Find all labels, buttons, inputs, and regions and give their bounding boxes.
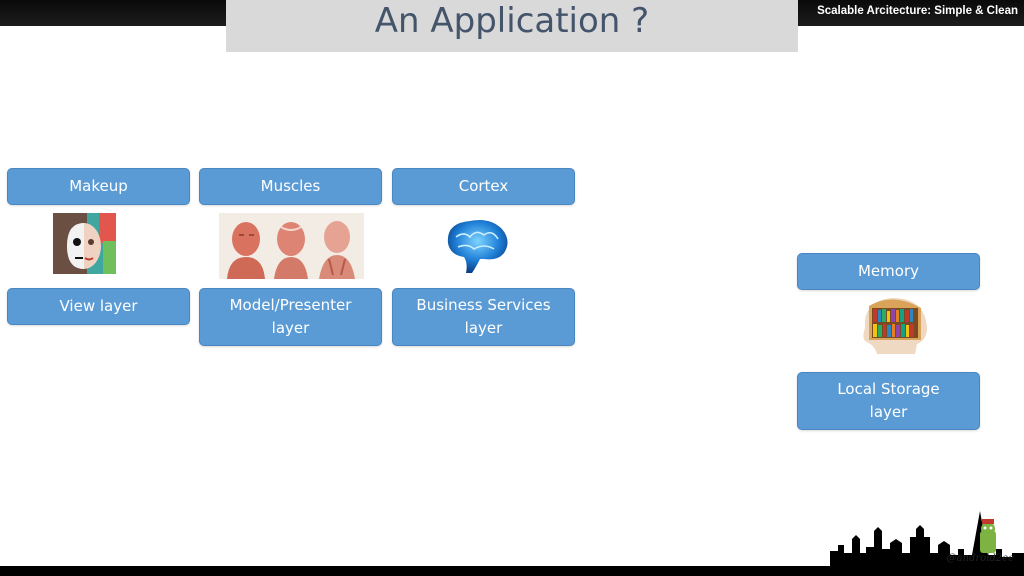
layer-box-local-storage: Local Storage layer: [797, 372, 980, 430]
signature: @android2ee: [946, 553, 1014, 564]
makeup-face-icon: [53, 213, 116, 274]
heading-box-makeup: Makeup: [7, 168, 190, 205]
layer-box-business-services: Business Services layer: [392, 288, 575, 346]
heading-label: Cortex: [458, 177, 509, 195]
layer-label: Model/Presenter layer: [229, 296, 352, 337]
heading-label: Makeup: [69, 177, 128, 195]
bottom-bar: [0, 566, 1024, 576]
heading-label: Muscles: [260, 177, 321, 195]
layer-label: View layer: [59, 297, 138, 315]
layer-box-view: View layer: [7, 288, 190, 325]
heading-box-memory: Memory: [797, 253, 980, 290]
slide-title: An Application ?: [374, 1, 650, 41]
layer-label: Business Services layer: [416, 296, 551, 337]
heading-label: Memory: [857, 262, 919, 280]
layer-label: Local Storage layer: [837, 380, 940, 421]
muscles-anatomy-icon: [219, 213, 364, 279]
layer-box-model-presenter: Model/Presenter layer: [199, 288, 382, 346]
title-band: An Application ?: [226, 0, 798, 52]
heading-box-muscles: Muscles: [199, 168, 382, 205]
memory-bookshelf-head-icon: [863, 298, 927, 354]
deck-title: Scalable Arcitecture: Simple & Clean: [817, 5, 1018, 17]
heading-box-cortex: Cortex: [392, 168, 575, 205]
city-skyline-logo: [830, 511, 1024, 567]
brain-icon: [447, 220, 508, 273]
